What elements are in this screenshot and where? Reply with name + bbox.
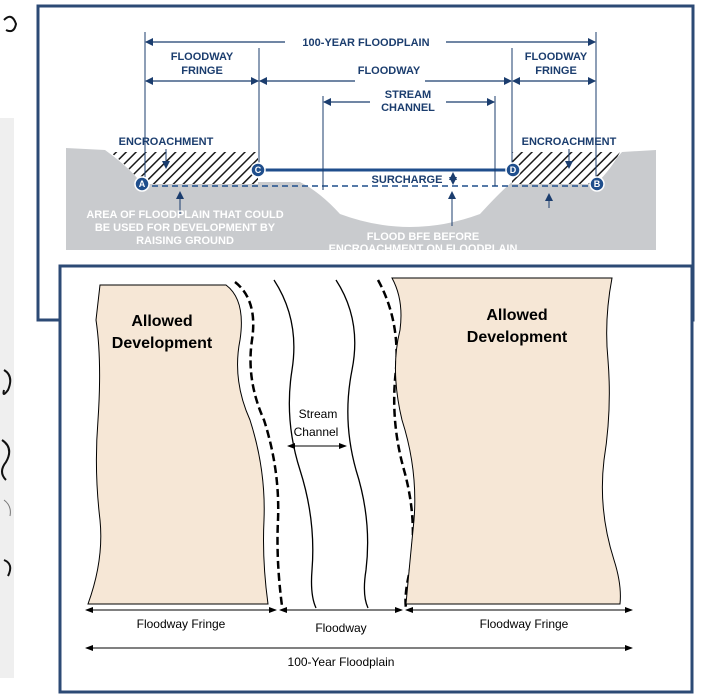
label-surcharge: SURCHARGE <box>372 174 443 186</box>
cross-section: 100-YEAR FLOODPLAIN FLOODWAY FRINGE FLOO… <box>66 32 656 255</box>
svg-text:C: C <box>255 165 262 175</box>
label-encroachment-left: ENCROACHMENT <box>119 136 214 148</box>
label-dev-left-2: Development <box>112 335 213 352</box>
label-fringe-right-2: FRINGE <box>535 65 577 77</box>
label-bfe-2: ENCROACHMENT ON FLOODPLAIN <box>329 243 518 255</box>
point-c-marker: C <box>250 162 266 178</box>
point-a-marker: A <box>134 176 150 192</box>
label-fringe-left-1: FLOODWAY <box>171 51 234 63</box>
development-area-left <box>87 284 269 605</box>
label-encroachment-right: ENCROACHMENT <box>522 136 617 148</box>
label-area-2: BE USED FOR DEVELOPMENT BY <box>95 222 276 234</box>
label-area-1: AREA OF FLOODPLAIN THAT COULD <box>86 209 283 221</box>
ground-profile <box>66 148 656 250</box>
label-floodway-plan: Floodway <box>315 621 366 635</box>
label-dev-right-1: Allowed <box>486 307 547 324</box>
label-dev-left-1: Allowed <box>131 313 192 330</box>
floodway-boundary-left <box>234 281 284 607</box>
label-fringe-right-1: FLOODWAY <box>525 51 588 63</box>
label-100yr-floodplain-plan: 100-Year Floodplain <box>288 655 395 669</box>
stream-bank-left <box>273 279 317 609</box>
label-fringe-plan-left: Floodway Fringe <box>137 617 226 631</box>
label-stream-top-1: STREAM <box>385 89 431 101</box>
label-fringe-left-2: FRINGE <box>181 65 223 77</box>
development-area-right <box>391 277 621 605</box>
hatch-left <box>110 152 258 184</box>
svg-text:D: D <box>510 165 517 175</box>
point-b-marker: B <box>589 176 605 192</box>
label-100yr-floodplain-top: 100-YEAR FLOODPLAIN <box>302 37 429 49</box>
label-floodway-top: FLOODWAY <box>358 65 421 77</box>
point-d-marker: D <box>505 162 521 178</box>
label-bfe-1: FLOOD BFE BEFORE <box>367 231 479 243</box>
svg-text:A: A <box>139 179 146 189</box>
label-stream-plan-2: Channel <box>294 425 339 439</box>
plan-view: Allowed Development Allowed Development … <box>85 277 633 669</box>
label-dev-right-2: Development <box>467 329 568 346</box>
label-area-3: RAISING GROUND <box>136 235 234 247</box>
svg-text:B: B <box>594 179 601 189</box>
stream-bank-right <box>335 279 369 609</box>
label-stream-plan-1: Stream <box>299 407 338 421</box>
label-stream-top-2: CHANNEL <box>381 102 435 114</box>
left-edge-scrap <box>0 0 22 696</box>
label-fringe-plan-right: Floodway Fringe <box>480 617 569 631</box>
